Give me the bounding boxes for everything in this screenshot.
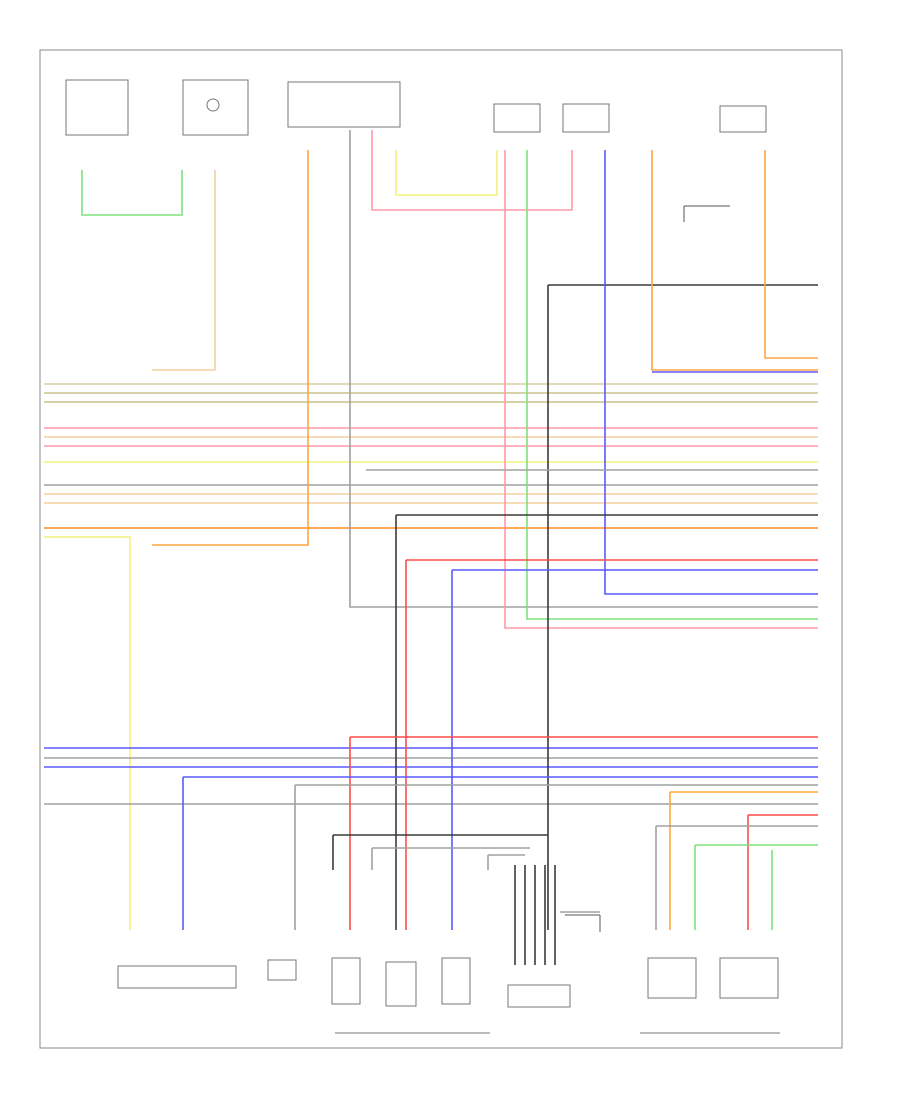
- wire-yellow: [44, 536, 131, 930]
- wire-layer: [44, 130, 818, 965]
- wire-peach: [152, 170, 216, 371]
- wire-orange: [152, 150, 309, 546]
- component-box: [562, 103, 610, 133]
- component-box: [493, 103, 541, 133]
- lamp-symbol: [206, 98, 220, 112]
- sensor-box: [385, 961, 417, 1007]
- sensor-box: [441, 957, 471, 1005]
- component-box: [182, 79, 249, 136]
- sensor-box: [331, 957, 361, 1005]
- component-box: [287, 81, 401, 128]
- wire-green: [81, 170, 183, 216]
- component-box: [117, 965, 237, 989]
- component-box: [65, 79, 129, 136]
- component-box: [507, 984, 571, 1008]
- wire-pink: [371, 130, 573, 211]
- component-box: [647, 957, 697, 999]
- top-components: [65, 79, 767, 222]
- wire-yellow: [395, 150, 498, 196]
- diagram-border: [39, 49, 843, 1049]
- wire-blue: [604, 150, 818, 595]
- wire-orange: [651, 150, 818, 371]
- wire-pink: [504, 150, 818, 629]
- component-box: [267, 959, 297, 981]
- wire-green: [526, 150, 818, 620]
- component-box: [719, 105, 767, 133]
- bottom-components: [117, 914, 780, 1034]
- wire-orange: [764, 150, 818, 359]
- wire-gray: [349, 130, 818, 608]
- component-box: [719, 957, 779, 999]
